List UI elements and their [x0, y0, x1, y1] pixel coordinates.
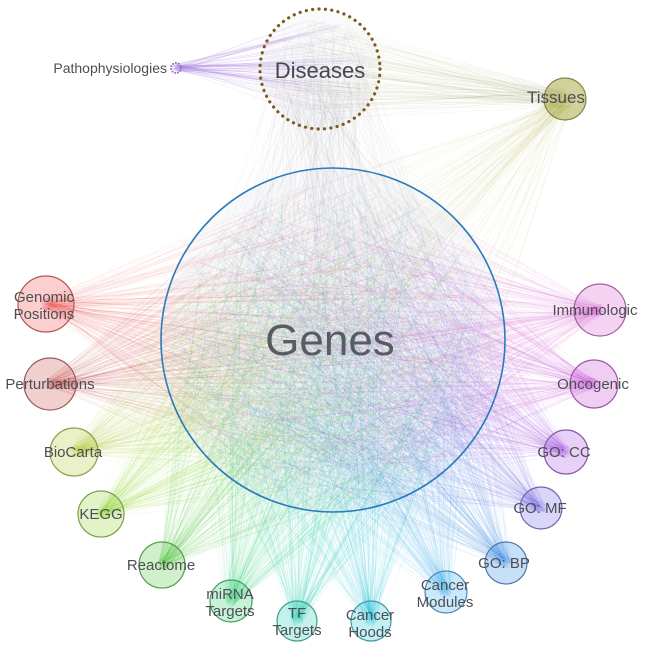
edge-bundle-immunologic-genes [177, 184, 606, 497]
nodes-layer [17, 7, 627, 642]
node-tissues[interactable] [543, 77, 587, 121]
edge-bundle-go_cc-genes [180, 187, 572, 494]
node-cancer_hoods[interactable] [350, 600, 392, 642]
edge-bundle-mirna_targets-genes [181, 187, 490, 608]
edge-bundle-diseases-genes [178, 16, 492, 500]
edge-bundle-go_bp-genes [173, 179, 513, 569]
node-genes[interactable] [160, 167, 506, 513]
label-kegg: KEGG [79, 506, 122, 523]
node-perturbations[interactable] [23, 357, 77, 411]
label-go_cc: GO: CC [537, 444, 591, 461]
label-go_mf: GO: MF [513, 500, 566, 517]
node-go_cc[interactable] [543, 429, 589, 475]
edge-bundle-oncogenic-genes [172, 185, 600, 495]
node-pathophysiologies[interactable] [170, 62, 182, 74]
label-diseases: Diseases [275, 58, 365, 83]
node-go_mf[interactable] [519, 486, 563, 530]
edge-bundle-kegg-genes [95, 190, 495, 520]
node-go_bp[interactable] [484, 541, 528, 585]
node-kegg[interactable] [77, 490, 125, 538]
edge-bundle-cancer_hoods-genes [174, 182, 488, 627]
node-oncogenic[interactable] [569, 359, 619, 409]
edge-bundle-tissues-diseases [272, 20, 575, 121]
label-pathophysiologies: Pathophysiologies [53, 60, 167, 76]
labels-layer: Genes Diseases PathophysiologiesTissuesGen… [5, 58, 638, 641]
label-tissues: Tissues [527, 88, 585, 107]
label-genes: Genes [265, 316, 395, 365]
label-go_bp: GO: BP [478, 555, 530, 572]
node-tf_targets[interactable] [276, 600, 318, 642]
edge-bundle-tf_targets-genes [174, 191, 494, 627]
edge-bundle-perturbations-genes [44, 186, 470, 492]
edge-bundle-cancer_modules-genes [172, 198, 485, 598]
edge-bundle-go_mf-genes [181, 202, 547, 514]
node-biocarta[interactable] [49, 427, 99, 477]
edge-bundle-reactome-genes [155, 187, 489, 571]
edge-bundle-biocarta-genes [68, 190, 490, 498]
node-mirna_targets[interactable] [209, 579, 253, 623]
node-immunologic[interactable] [573, 283, 627, 337]
edges-layer [40, 16, 606, 627]
label-immunologic: Immunologic [552, 302, 638, 319]
label-oncogenic: Oncogenic [557, 376, 629, 393]
label-reactome: Reactome [127, 557, 195, 574]
node-diseases[interactable] [258, 7, 382, 131]
label-biocarta: BioCarta [44, 444, 103, 461]
edge-bundle-genomic_positions-genes [40, 182, 491, 493]
node-genomic_positions[interactable] [17, 275, 75, 333]
node-reactome[interactable] [138, 541, 186, 589]
node-cancer_modules[interactable] [424, 570, 468, 614]
edge-bundle-pathophysiologies-diseases [172, 20, 369, 115]
edge-bundle-tissues-genes [177, 89, 575, 479]
label-perturbations: Perturbations [5, 376, 94, 393]
